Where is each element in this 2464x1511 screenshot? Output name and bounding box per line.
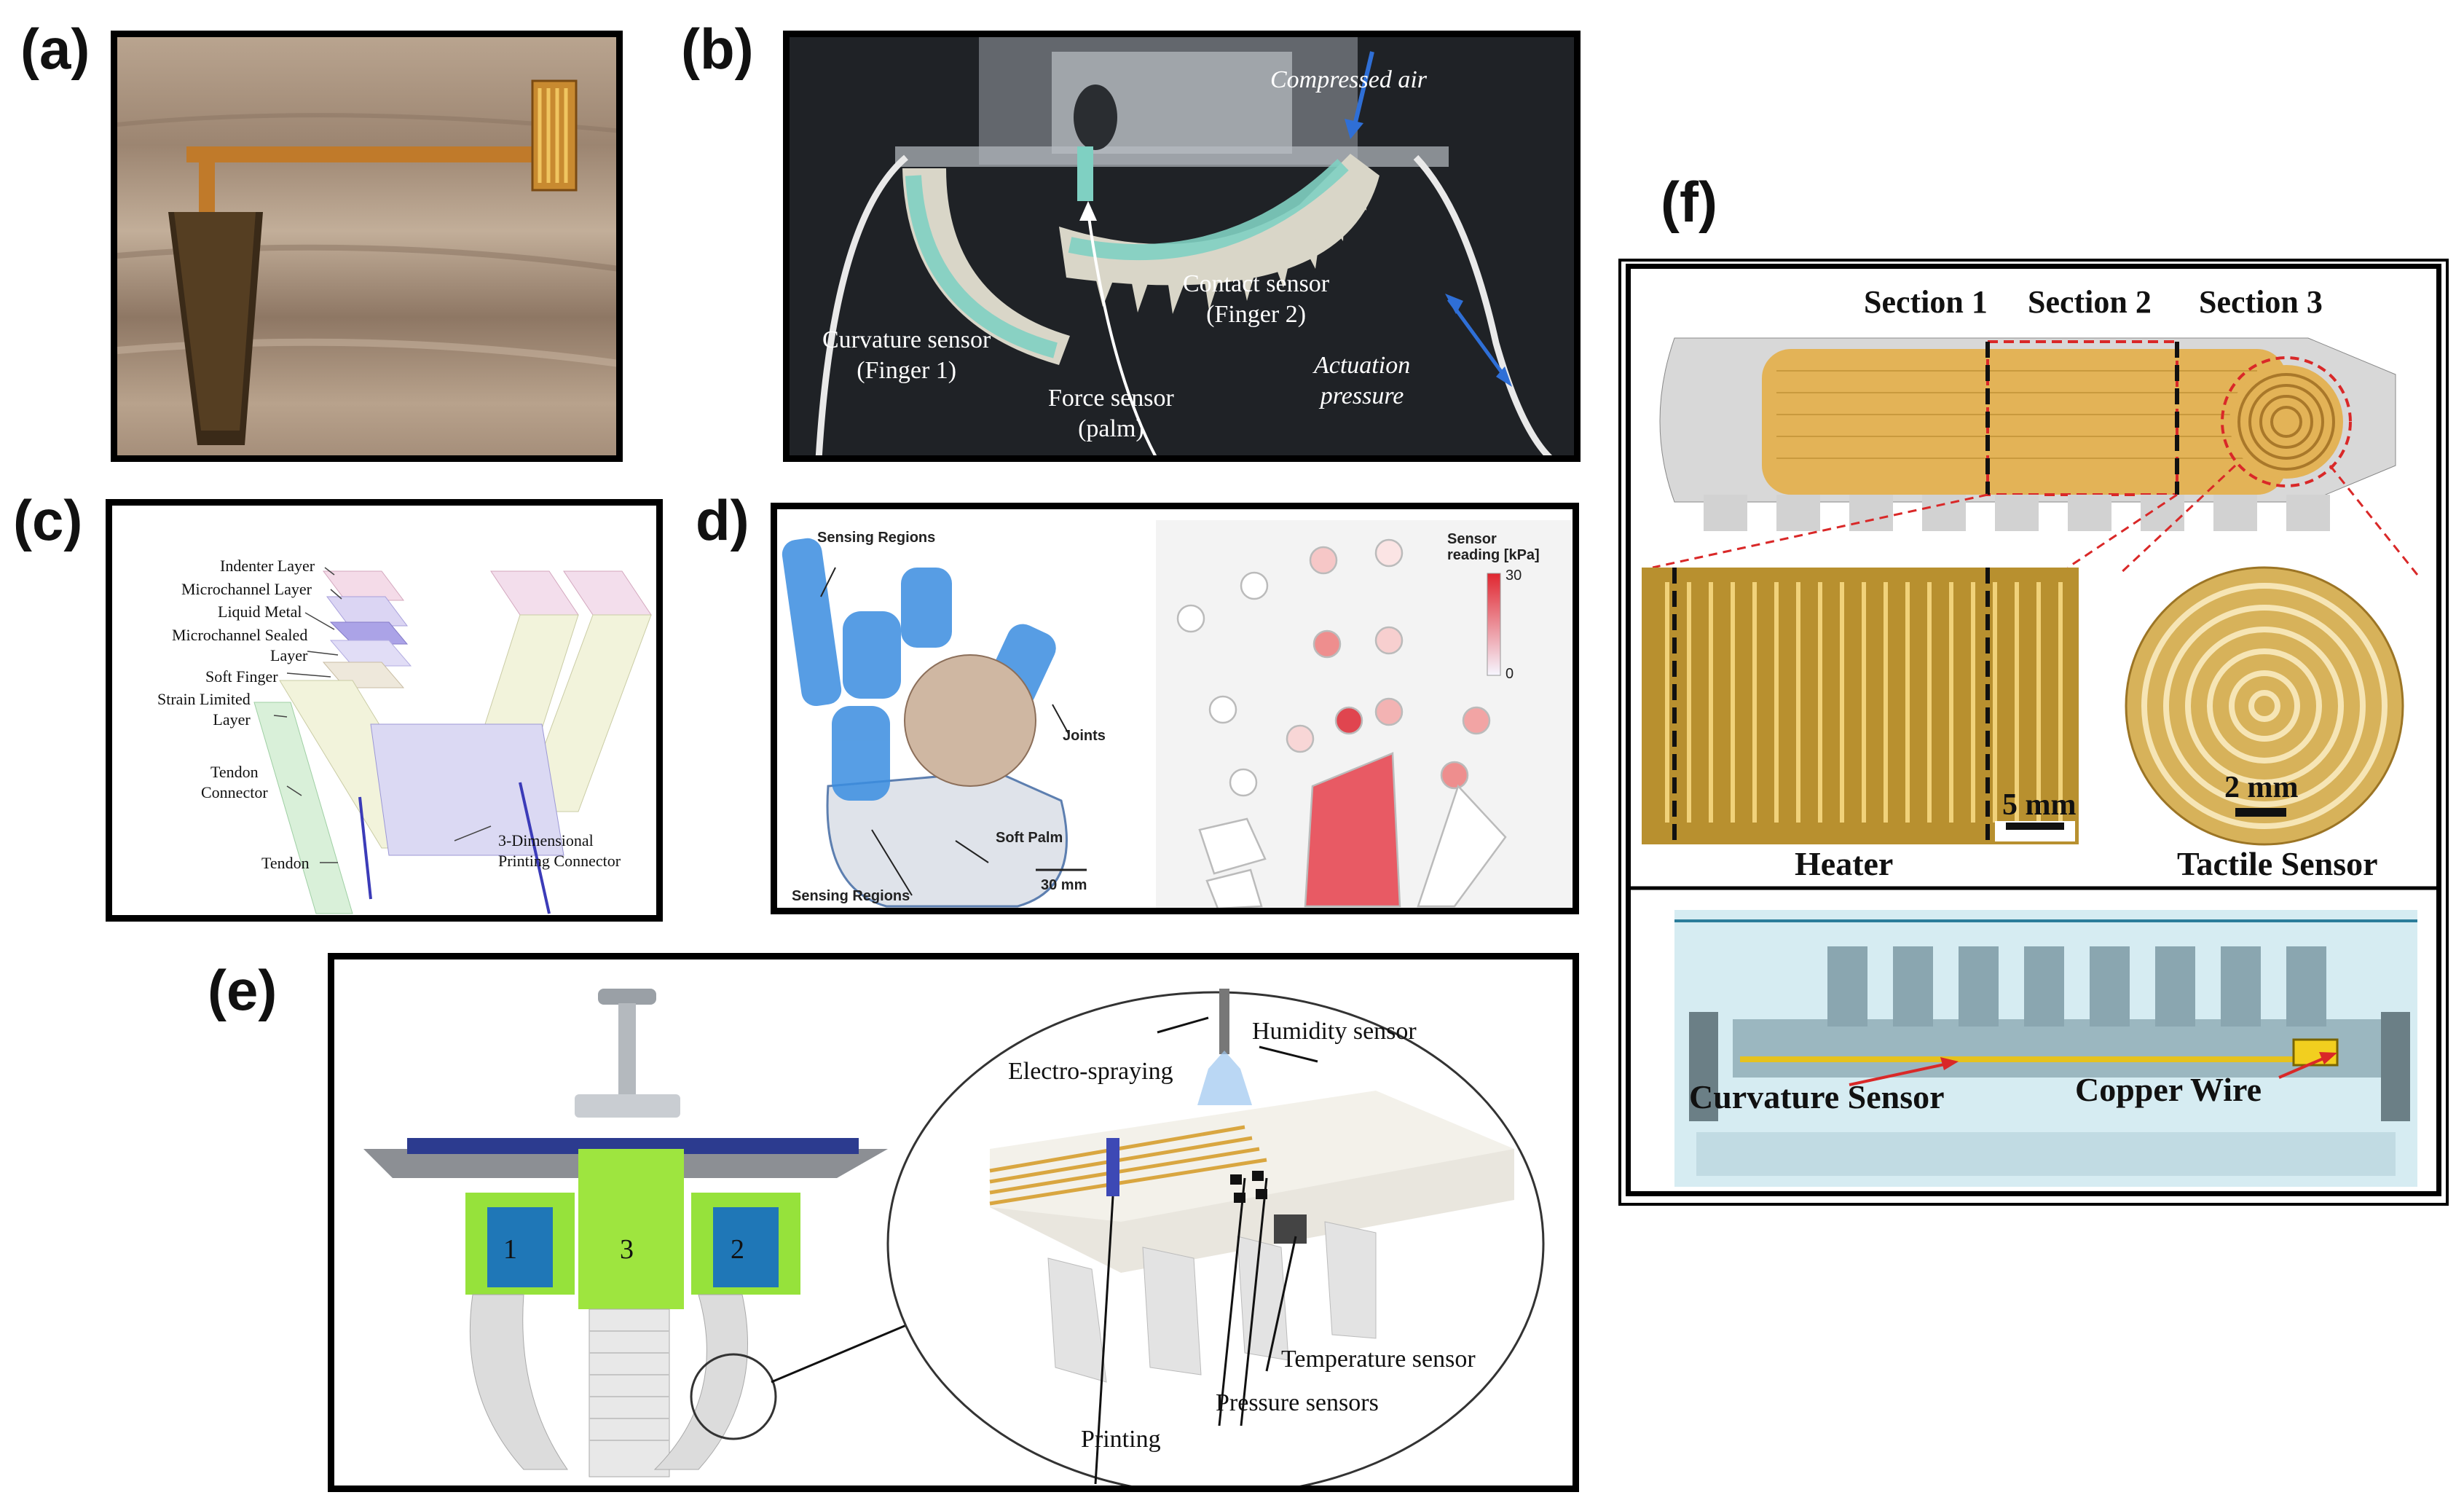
heater-label: Heater — [1795, 845, 1894, 882]
panel-a-letter: (a) — [20, 17, 90, 81]
panel-b-letter: (b) — [681, 17, 754, 81]
actuation-pressure-label: Actuation pressure — [1314, 350, 1410, 412]
colorbar-max-label: 30 — [1505, 568, 1522, 584]
gripper-printing-diagram — [363, 989, 1545, 1486]
indenter-layer-label: Indenter Layer — [220, 557, 315, 575]
force-sensor-label: Force sensor (palm) — [1048, 383, 1174, 444]
compressed-air-label: Compressed air — [1270, 66, 1428, 93]
liquid-metal-label: Liquid Metal — [218, 603, 302, 621]
printing-label: Printing — [1081, 1426, 1161, 1453]
panel-b-photo: Compressed air Contact sensor (Finger 2)… — [783, 31, 1581, 462]
copper-wire-label: Copper Wire — [2075, 1071, 2262, 1108]
colorbar-title-line2: reading [kPa] — [1447, 547, 1540, 563]
contact-sensor-line2: (Finger 2) — [1206, 301, 1307, 328]
tendon-connector-label: Tendon Connector — [201, 762, 268, 803]
force-sensor-line2: (palm) — [1078, 415, 1144, 442]
curvature-sensor-label: Curvature sensor (Finger 1) — [822, 325, 991, 386]
section-1-label: Section 1 — [1864, 284, 1988, 320]
sensing-regions-bottom-label: Sensing Regions — [792, 888, 910, 904]
colorbar-title-line1: Sensor — [1447, 531, 1497, 547]
tactile-scale-label: 2 mm — [2224, 771, 2299, 804]
tendon-connector-line1: Tendon — [210, 763, 259, 781]
panel-e-letter: (e) — [208, 958, 278, 1022]
printing-connector-line1: 3-Dimensional — [498, 831, 594, 849]
panel-f-letter: (f) — [1661, 170, 1717, 234]
panel-c-diagram: Indenter Layer Microchannel Layer Liquid… — [106, 499, 663, 922]
colorbar-min-label: 0 — [1505, 666, 1514, 682]
tendon-label: Tendon — [261, 854, 310, 872]
panel-d-letter: d) — [696, 488, 749, 552]
scale-bar-label: 30 mm — [1041, 877, 1087, 893]
sealed-layer-line1: Microchannel Sealed — [172, 626, 308, 644]
finger-2-label: 2 — [731, 1234, 744, 1265]
force-sensor-line1: Force sensor — [1048, 385, 1174, 412]
sensorized-finger-illustration — [1631, 337, 2436, 1187]
electro-spraying-label: Electro-spraying — [1008, 1058, 1173, 1085]
sealed-layer-label: Microchannel Sealed Layer — [172, 625, 307, 666]
temperature-sensor-label: Temperature sensor — [1281, 1346, 1476, 1373]
actuation-line1: Actuation — [1314, 352, 1411, 379]
sealed-layer-line2: Layer — [270, 646, 308, 664]
panel-e-diagram: 1 3 2 Electro-spraying Humidity sensor T… — [328, 953, 1579, 1492]
actuation-line2: pressure — [1320, 382, 1404, 409]
soft-finger-label: Soft Finger — [205, 667, 278, 686]
curvature-sensor-line2: (Finger 1) — [857, 357, 957, 384]
section-2-label: Section 2 — [2028, 284, 2152, 320]
curvature-sensor-f-label: Curvature Sensor — [1689, 1078, 1945, 1115]
panel-d-figure: Sensing Regions Joints Soft Palm Sensing… — [771, 503, 1579, 914]
sensing-regions-top-label: Sensing Regions — [817, 530, 936, 546]
printing-connector-label: 3-Dimensional Printing Connector — [498, 831, 621, 871]
flex-sensor-illustration — [117, 37, 616, 455]
colorbar-title: Sensor reading [kPa] — [1447, 531, 1540, 563]
panel-f-outer-frame — [1618, 259, 2449, 1206]
finger-3-label: 3 — [620, 1234, 634, 1265]
finger-1-label: 1 — [503, 1234, 517, 1265]
joints-label: Joints — [1063, 728, 1106, 744]
tendon-connector-line2: Connector — [201, 783, 268, 801]
curvature-sensor-line1: Curvature sensor — [822, 326, 991, 353]
heater-scale-label: 5 mm — [2002, 788, 2077, 822]
exploded-finger-diagram — [253, 567, 652, 914]
strain-layer-line1: Strain Limited — [157, 690, 251, 708]
robotic-hand-sensor-map — [777, 509, 1571, 908]
strain-layer-label: Strain Limited Layer — [157, 689, 251, 730]
strain-layer-line2: Layer — [213, 710, 251, 729]
humidity-sensor-label: Humidity sensor — [1252, 1018, 1417, 1045]
printing-connector-line2: Printing Connector — [498, 852, 621, 870]
contact-sensor-line1: Contact sensor — [1183, 270, 1330, 297]
panel-a-photo — [111, 31, 623, 462]
section-3-label: Section 3 — [2199, 284, 2323, 320]
soft-palm-label: Soft Palm — [996, 830, 1063, 846]
tactile-sensor-label: Tactile Sensor — [2177, 845, 2378, 882]
panel-f-figure: Section 1 Section 2 Section 3 5 mm 2 mm … — [1626, 264, 2441, 1196]
panel-c-letter: (c) — [13, 488, 83, 552]
microchannel-layer-label: Microchannel Layer — [181, 580, 312, 598]
pressure-sensors-label: Pressure sensors — [1216, 1389, 1379, 1416]
contact-sensor-label: Contact sensor (Finger 2) — [1183, 269, 1329, 330]
soft-gripper-illustration — [790, 37, 1574, 455]
